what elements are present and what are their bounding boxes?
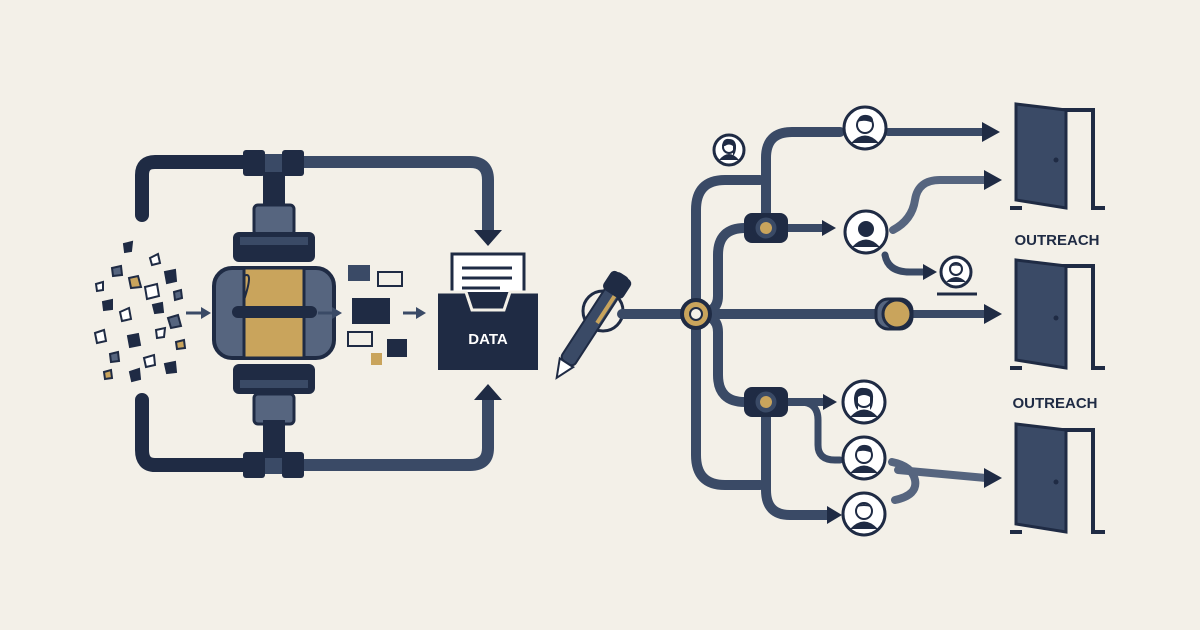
machine-lower-stem <box>263 420 285 458</box>
outreach-label-top: OUTREACH <box>1015 232 1100 249</box>
small-branch-pipe <box>881 251 930 276</box>
outreach-label-bottom: OUTREACH <box>1013 395 1098 412</box>
top-coupling-left <box>243 150 265 176</box>
machine-lower-flange <box>233 364 315 394</box>
lower-branch-arrow <box>823 394 837 410</box>
top-branch-arrow <box>982 122 1000 142</box>
door-icon-bottom <box>1010 422 1105 534</box>
bottom-coupling-left <box>243 452 265 478</box>
data-tray <box>438 292 538 370</box>
avatar-person-small <box>939 255 973 289</box>
lower-sub-branch-pipe <box>796 398 844 464</box>
main-trunk-arrow <box>984 304 1002 324</box>
arrow-up-into-data <box>474 384 502 400</box>
loop-top-left-pipe <box>135 155 252 222</box>
bottom-coupling-right <box>282 452 304 478</box>
loop-bottom-right-pipe <box>294 392 494 471</box>
door-icon-middle <box>1010 258 1105 370</box>
avatar-person-bottom <box>841 491 887 537</box>
valve-upper <box>744 213 788 243</box>
avatars <box>712 105 973 537</box>
outer-branch-loop <box>691 175 765 490</box>
data-label: DATA <box>468 331 508 348</box>
distribution-network <box>617 122 1002 524</box>
machine-upper-stem <box>263 172 285 212</box>
merge-branch-exit <box>894 466 990 482</box>
door-icon-top <box>1010 102 1105 210</box>
raw-fragments <box>93 240 187 383</box>
top-coupling-middle <box>265 154 282 172</box>
bottom-branch-arrow <box>827 506 842 524</box>
hub-junction <box>680 298 712 330</box>
top-branch-pipe <box>761 127 845 233</box>
machine-upper-flange-band <box>240 237 308 245</box>
curved-branch-arrow <box>984 170 1002 190</box>
trunk-coupling <box>874 297 914 331</box>
valve-lower <box>744 387 788 417</box>
machine-upper-valve <box>252 203 296 237</box>
merge-branch-upper <box>888 458 920 504</box>
arrow-to-data-head <box>416 307 426 319</box>
loop-top-right-pipe <box>294 156 494 238</box>
avatar-man-lower <box>841 435 887 481</box>
arrow-out-of-machine-head <box>332 307 342 319</box>
merge-branch-arrow <box>984 468 1002 488</box>
sorted-blocks <box>347 265 407 365</box>
small-branch-arrow <box>923 264 937 280</box>
top-coupling-right <box>282 150 304 176</box>
data-inbox: DATA <box>438 252 538 370</box>
avatar-woman-lower <box>841 379 887 425</box>
machine-lower-valve <box>252 392 296 426</box>
avatar-person-middle <box>843 209 889 255</box>
second-branch-arrow <box>822 220 836 236</box>
bottom-coupling-middle <box>265 456 282 474</box>
machine-upper-flange <box>233 232 315 262</box>
machine-lower-flange-band <box>240 380 308 388</box>
outreach-doors: OUTREACH OUTREACH <box>1010 102 1105 534</box>
arrow-into-machine-head <box>201 307 211 319</box>
pen-icon <box>555 270 632 380</box>
avatar-man-top <box>842 105 888 151</box>
machine-band-detail <box>243 274 250 301</box>
bottom-branch-pipe <box>761 397 835 520</box>
processing-loop <box>135 150 502 478</box>
loop-bottom-left-pipe <box>135 393 252 472</box>
machine-center-bar <box>232 306 317 318</box>
avatar-woman-top-left <box>712 133 746 167</box>
arrow-down-into-data <box>474 230 502 246</box>
curved-branch-pipe <box>889 176 990 234</box>
